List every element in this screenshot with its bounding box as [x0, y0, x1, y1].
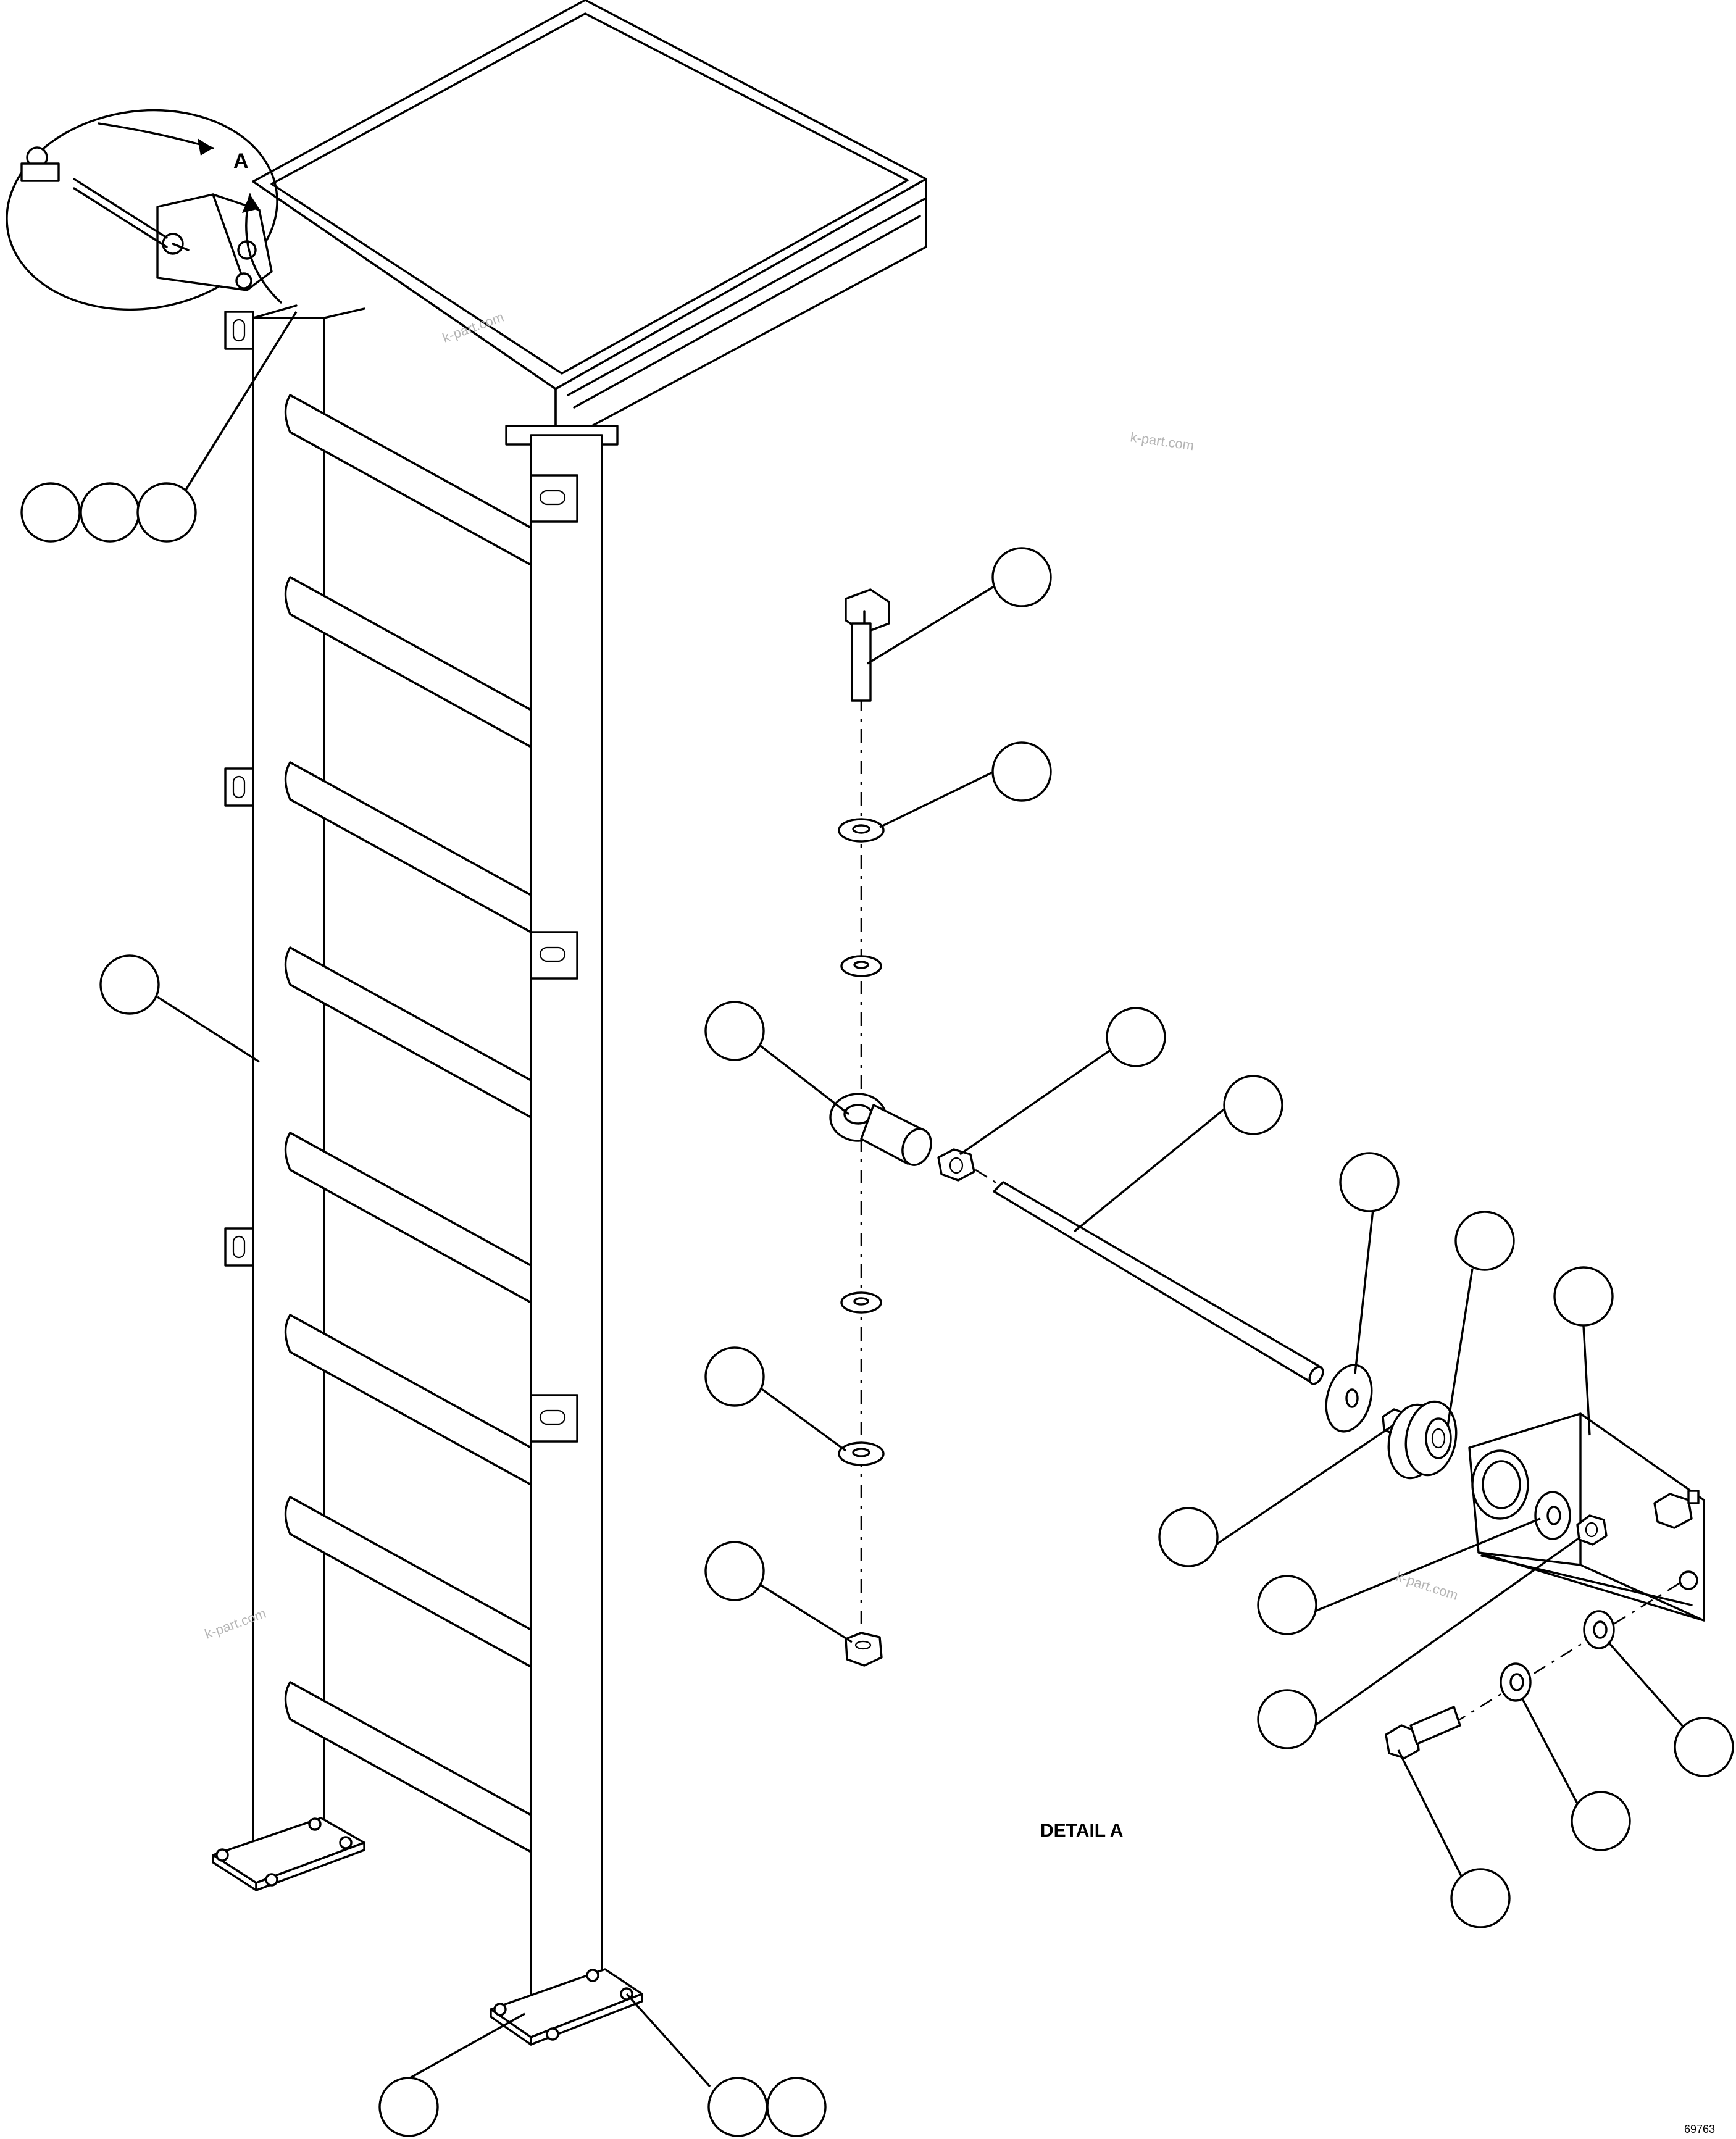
exploded-vertical-stack — [829, 588, 975, 1667]
exploded-horizontal-rod — [975, 1169, 1458, 1480]
callout-bubbles — [20, 482, 1734, 2137]
detail-a-ellipse: A — [6, 109, 282, 311]
hex-bolt-lower — [1385, 1706, 1461, 1759]
rung — [284, 1496, 532, 1668]
callout-bubble — [20, 482, 81, 543]
callout-bubble — [704, 1346, 765, 1407]
detail-a-arrows: A — [98, 122, 282, 304]
callout-bubble — [1223, 1075, 1283, 1135]
callout-bubble — [707, 2077, 768, 2137]
rod-end-bearing — [829, 1093, 932, 1166]
watermark-4: k-part.com — [1394, 1569, 1460, 1603]
link-rod — [993, 1181, 1324, 1385]
callout-bubble — [766, 2077, 827, 2137]
ladder-rungs — [284, 394, 532, 1853]
drawing-id: 69763 — [1684, 2123, 1715, 2135]
left-base-plate — [212, 1817, 365, 1891]
callout-bubble — [1454, 1211, 1515, 1271]
lock-washer-lower — [1583, 1610, 1615, 1649]
rung — [284, 1681, 532, 1853]
callout-bubble — [1158, 1507, 1219, 1567]
callout-bubble — [136, 482, 197, 543]
callout-bubble — [1571, 1791, 1631, 1851]
rung — [284, 576, 532, 748]
bracket-nut-a — [1576, 1514, 1608, 1546]
callout-bubble — [1106, 1007, 1166, 1067]
rung — [284, 1314, 532, 1486]
hex-bolt-vertical — [845, 588, 890, 702]
callout-bubble — [80, 482, 140, 543]
callout-bubble — [1339, 1152, 1400, 1212]
right-mounting-tabs — [530, 474, 578, 1443]
ladder-assembly — [212, 0, 927, 2046]
detail-caption: DETAIL A — [1040, 1820, 1123, 1841]
detail-a-marker: A — [233, 149, 249, 173]
hex-nut-jam — [937, 1148, 975, 1182]
callout-bubble — [378, 2077, 439, 2137]
top-platform — [252, 0, 927, 446]
washer-lower-2 — [838, 1441, 885, 1466]
rung — [284, 761, 532, 933]
washer-upper-1 — [838, 818, 885, 843]
right-base-plate — [490, 1968, 643, 2046]
washer-upper-2 — [840, 955, 882, 977]
callout-bubble — [1450, 1868, 1511, 1928]
detail-a-mini-bracket — [20, 146, 273, 291]
bracket-top-bolt — [1653, 1490, 1700, 1529]
callout-bubble — [1257, 1689, 1317, 1749]
left-mounting-tabs — [224, 311, 254, 1267]
bracket-lower-fasteners — [1385, 1582, 1680, 1759]
hex-nut-bottom — [845, 1632, 883, 1667]
flat-washer-large — [1325, 1364, 1373, 1433]
callout-leaders — [157, 311, 1705, 2088]
right-post — [530, 434, 603, 1998]
callout-bubble — [991, 741, 1052, 802]
callout-bubble — [1553, 1266, 1614, 1327]
callout-bubble — [704, 1001, 765, 1061]
watermark-2: k-part.com — [1129, 429, 1195, 453]
rung — [284, 946, 532, 1119]
washer-lower-1 — [840, 1291, 882, 1314]
callout-bubble — [99, 954, 160, 1015]
left-post — [252, 304, 365, 1847]
rung — [284, 1132, 532, 1304]
rubber-bushing — [1387, 1400, 1458, 1480]
bracket-washer-a — [1534, 1491, 1571, 1540]
callout-bubble — [991, 547, 1052, 607]
rung — [284, 394, 532, 566]
bracket-bushing-bore — [1471, 1449, 1529, 1520]
callout-bubble — [1257, 1575, 1317, 1635]
callout-bubble — [1674, 1717, 1734, 1777]
flat-washer-lower — [1500, 1662, 1532, 1702]
callout-bubble — [704, 1541, 765, 1601]
